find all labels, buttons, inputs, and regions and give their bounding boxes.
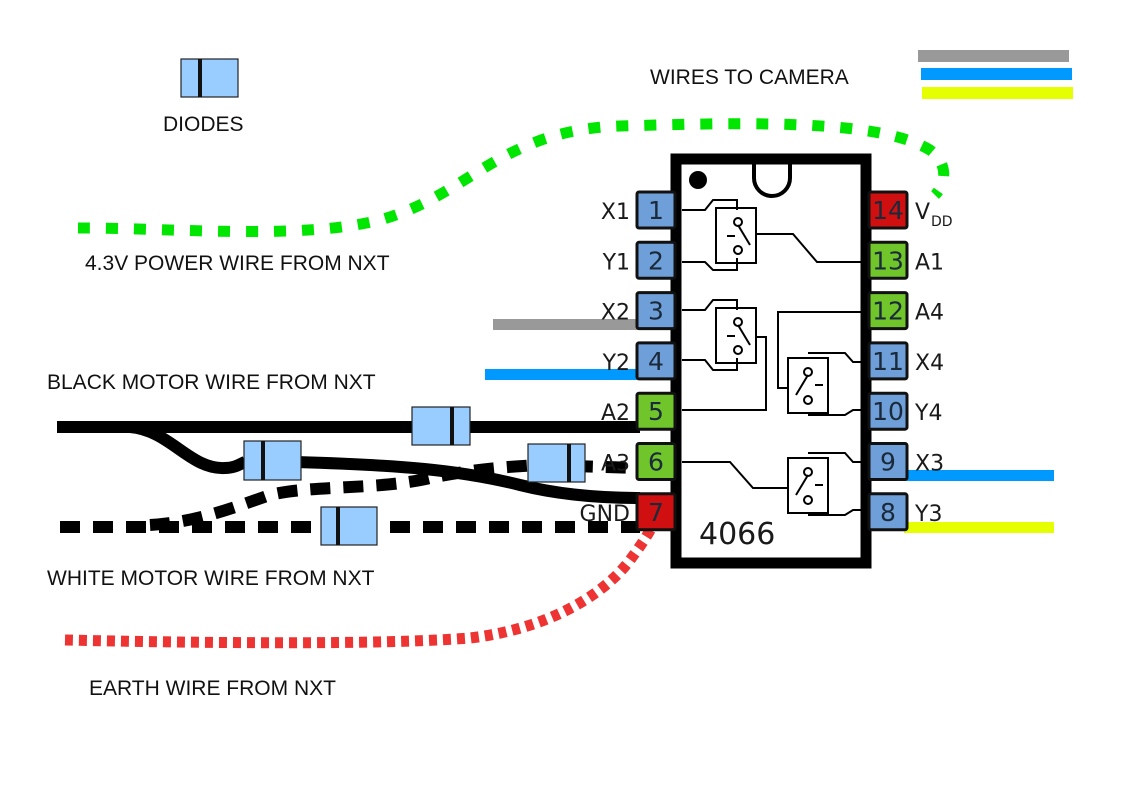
- left-pins: 1 X1 2 Y1 3 X2 4 Y2 5 A2 6 A3 7 GND: [580, 190, 677, 532]
- pin-14-pad: [867, 190, 909, 230]
- pin-11-number: 11: [872, 347, 904, 376]
- pin-3-pad: [635, 291, 677, 331]
- pin-1-number: 1: [648, 196, 664, 225]
- pin-4: 4 Y2: [602, 341, 677, 381]
- switch-4: [777, 311, 866, 416]
- pin-9-label: X3: [915, 452, 944, 477]
- pin-4-pad: [635, 341, 677, 381]
- switch-3: [682, 452, 866, 516]
- black-motor-wire-to-gnd: [294, 456, 641, 504]
- diode-a2: [411, 406, 471, 446]
- pin-6: 6 A3: [601, 442, 677, 481]
- pin-3: 3 X2: [601, 291, 677, 331]
- pin-2-number: 2: [648, 246, 664, 275]
- earth-wire: [64, 517, 661, 649]
- camera-wire-gray-to-x2: [493, 319, 643, 330]
- chip-notch: [752, 155, 792, 198]
- diode-black-branch: [243, 440, 302, 481]
- pin-2: 2 Y1: [602, 240, 677, 280]
- pin-11-pad: [867, 341, 909, 381]
- diodes-label: DIODES: [163, 113, 244, 136]
- pin-12-pad: [867, 291, 909, 331]
- pin-9: 9 X3: [867, 442, 944, 481]
- pin-5-pad: [635, 391, 677, 431]
- pin-14-number: 14: [872, 196, 904, 225]
- camera-wire-blue-legend: [921, 68, 1072, 80]
- pin-6-number: 6: [648, 448, 664, 477]
- chip-4066: 4066: [580, 153, 953, 569]
- pin-13-number: 13: [872, 246, 904, 275]
- pin-5-label: A2: [601, 401, 630, 426]
- pin-12-label: A4: [915, 301, 944, 326]
- pin-10-label: Y4: [914, 401, 942, 426]
- pin-6-pad: [635, 442, 677, 481]
- pin-13-pad: [867, 240, 909, 280]
- camera-wire-gray-legend: [918, 50, 1069, 62]
- diode-legend-icon: [180, 58, 239, 98]
- pin-7-number: 7: [648, 498, 664, 527]
- pin-13: 13 A1: [867, 240, 944, 280]
- pin-10: 10 Y4: [867, 391, 942, 431]
- pin-12: 12 A4: [867, 291, 944, 331]
- pin-8-number: 8: [880, 498, 896, 527]
- pin1-marker-dot: [689, 171, 707, 189]
- pin-6-label: A3: [601, 452, 630, 477]
- white-motor-wire-label: WHITE MOTOR WIRE FROM NXT: [47, 567, 375, 590]
- pin-11-label: X4: [915, 351, 944, 376]
- white-motor-wire-branch: [149, 458, 641, 531]
- pin-5-number: 5: [648, 397, 664, 426]
- pin-7: 7 GND: [580, 492, 677, 532]
- wires-to-camera-label: WIRES TO CAMERA: [650, 66, 849, 89]
- pin-7-label: GND: [580, 502, 630, 527]
- diode-a3: [527, 443, 586, 483]
- camera-wire-blue-to-x3: [904, 470, 1054, 481]
- pin-8: 8 Y3: [867, 492, 942, 532]
- pin-3-label: X2: [601, 301, 630, 326]
- chip-name: 4066: [699, 517, 775, 552]
- pin-7-pad: [635, 492, 677, 532]
- black-motor-wire-branch: [129, 421, 248, 474]
- switch-2: [682, 299, 767, 411]
- pin-10-pad: [867, 391, 909, 431]
- pin-10-number: 10: [872, 397, 904, 426]
- pin-9-number: 9: [880, 448, 896, 477]
- switch-1: [682, 199, 866, 271]
- pin-14-label: V: [915, 200, 930, 225]
- pin-2-pad: [635, 240, 677, 280]
- power-wire-label: 4.3V POWER WIRE FROM NXT: [85, 252, 390, 275]
- legend-camera-wires: WIRES TO CAMERA: [650, 50, 1073, 99]
- pin-14-label-sub: DD: [931, 214, 953, 230]
- pin-1-pad: [635, 190, 677, 230]
- pin-4-number: 4: [648, 347, 664, 376]
- pin-1-label: X1: [601, 200, 630, 225]
- black-motor-wire-label: BLACK MOTOR WIRE FROM NXT: [47, 371, 376, 394]
- camera-wire-blue-to-y2: [485, 369, 637, 380]
- pin-4-label: Y2: [602, 351, 630, 376]
- diode-white: [320, 506, 378, 546]
- pin-3-number: 3: [648, 297, 664, 326]
- pin-8-label: Y3: [914, 502, 942, 527]
- pin-13-label: A1: [915, 250, 944, 275]
- pin-11: 11 X4: [867, 341, 944, 381]
- pin-1: 1 X1: [601, 190, 677, 230]
- pin-5: 5 A2: [601, 391, 677, 431]
- camera-wire-yellow-to-y3: [904, 522, 1054, 533]
- pin-12-number: 12: [872, 297, 904, 326]
- camera-wire-yellow-legend: [922, 87, 1073, 99]
- pin-2-label: Y1: [602, 250, 630, 275]
- earth-wire-label: EARTH WIRE FROM NXT: [89, 677, 336, 700]
- pin-8-pad: [867, 492, 909, 532]
- pin-9-pad: [867, 442, 909, 481]
- legend-diode: DIODES: [163, 58, 244, 136]
- power-wire: [77, 118, 950, 238]
